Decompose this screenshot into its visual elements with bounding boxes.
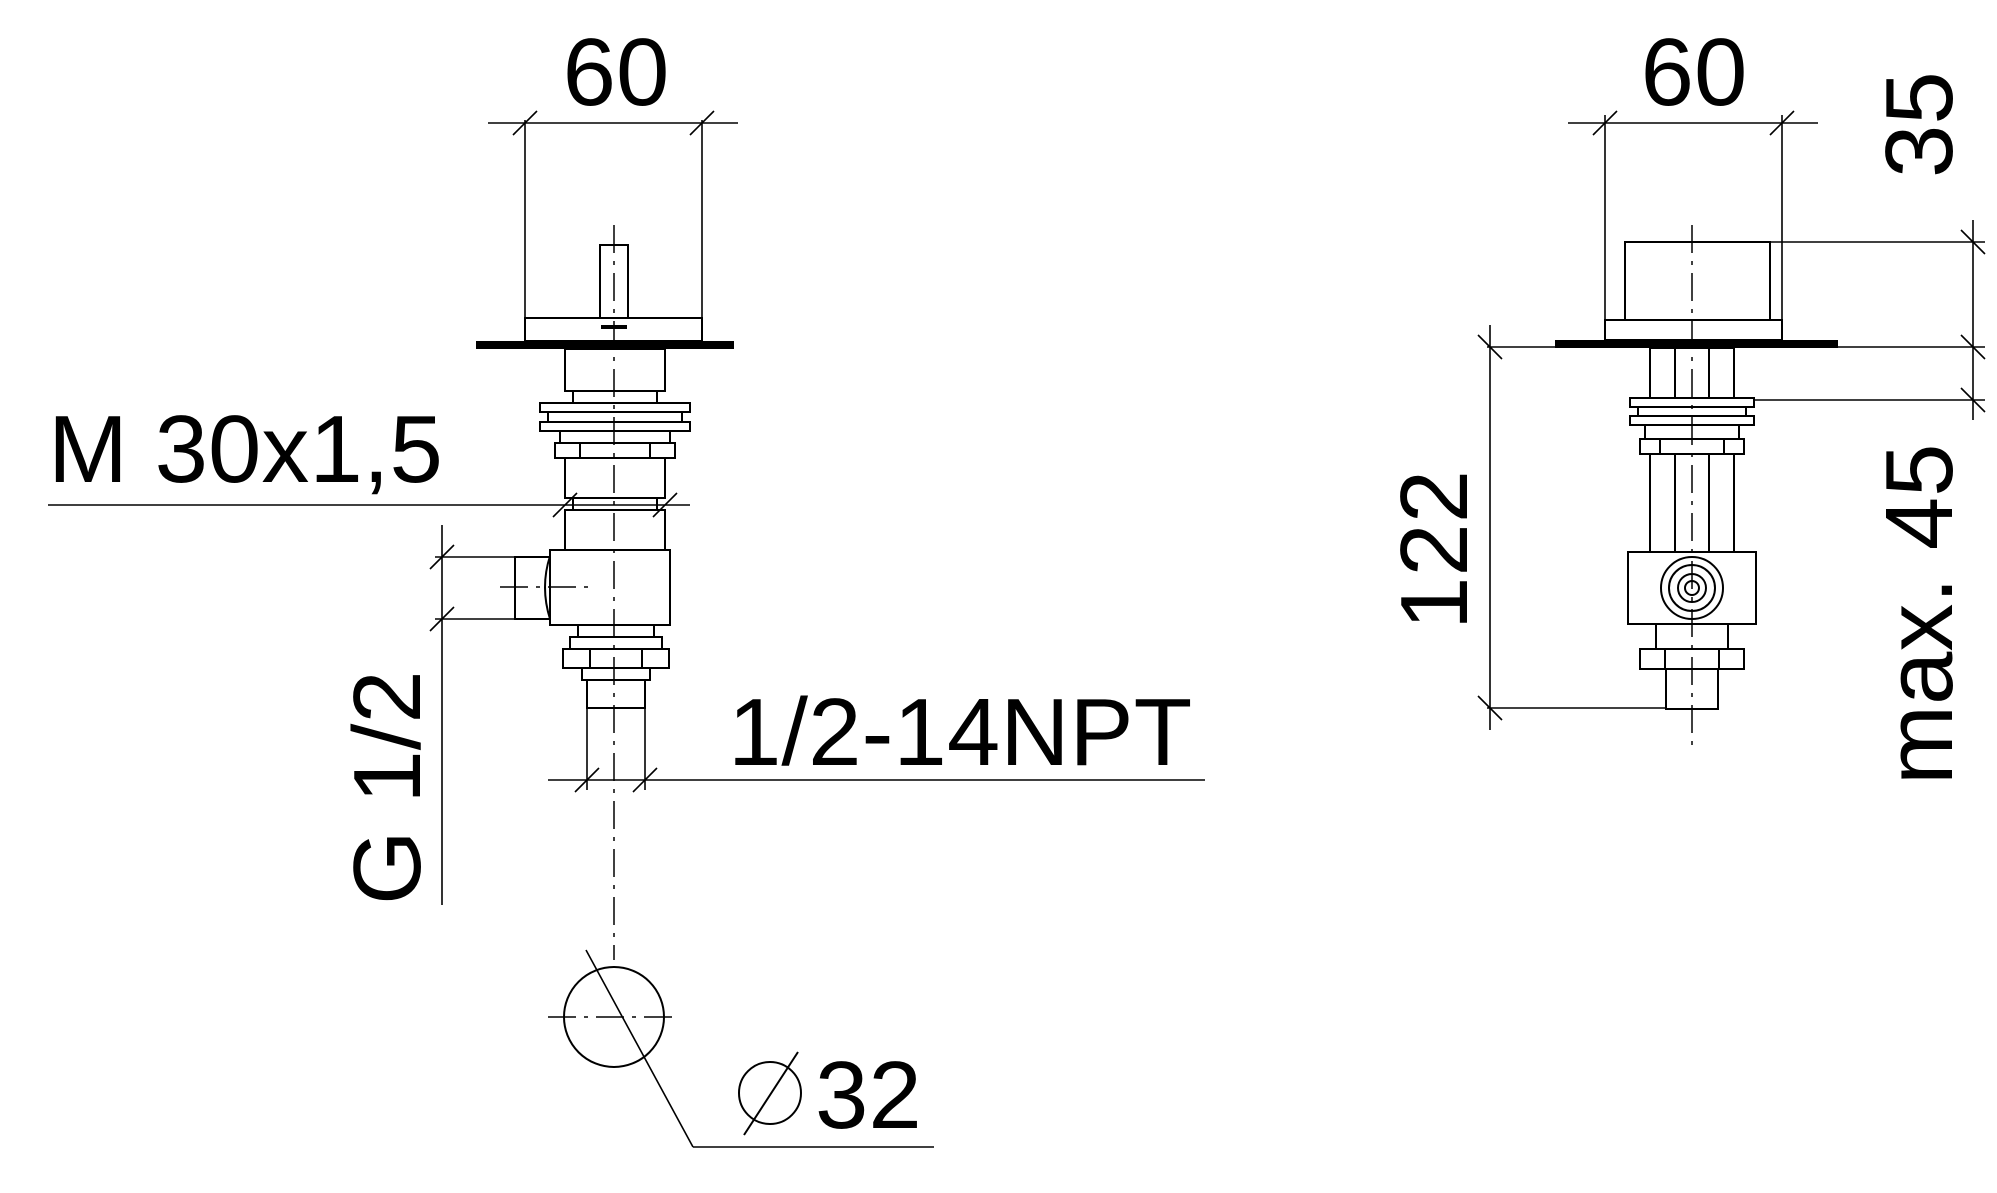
left-width-label: 60 — [563, 19, 670, 126]
cap-label: 35 — [1866, 71, 1973, 178]
inlet-label: G 1/2 — [334, 670, 441, 905]
outlet-label: 1/2-14NPT — [728, 679, 1192, 786]
right-mounting-plate — [1555, 340, 1838, 348]
cap-and-max-dimension: 35 max. 45 — [1754, 71, 1986, 785]
left-valve-body — [500, 348, 691, 709]
right-view: 60 — [1381, 19, 1986, 785]
outlet-dimension: 1/2-14NPT — [548, 679, 1205, 793]
right-width-label: 60 — [1641, 19, 1748, 126]
hole-diameter-label: 32 — [815, 1042, 922, 1149]
hole-diameter-callout: 32 — [548, 949, 934, 1149]
height-label: 122 — [1381, 470, 1488, 630]
thread-label: M 30x1,5 — [48, 396, 443, 503]
left-view: 60 — [48, 19, 1205, 1149]
diameter-icon — [738, 1061, 802, 1125]
right-width-dimension: 60 — [1568, 19, 1818, 320]
right-handle — [1604, 241, 1783, 341]
max-label: max. 45 — [1866, 444, 1973, 785]
left-mounting-plate — [476, 341, 734, 349]
inlet-dimension: G 1/2 — [334, 525, 515, 905]
height-dimension: 122 — [1381, 325, 1666, 730]
left-width-dimension: 60 — [488, 19, 738, 320]
thread-callout: M 30x1,5 — [48, 396, 690, 518]
right-valve-body — [1627, 347, 1757, 710]
